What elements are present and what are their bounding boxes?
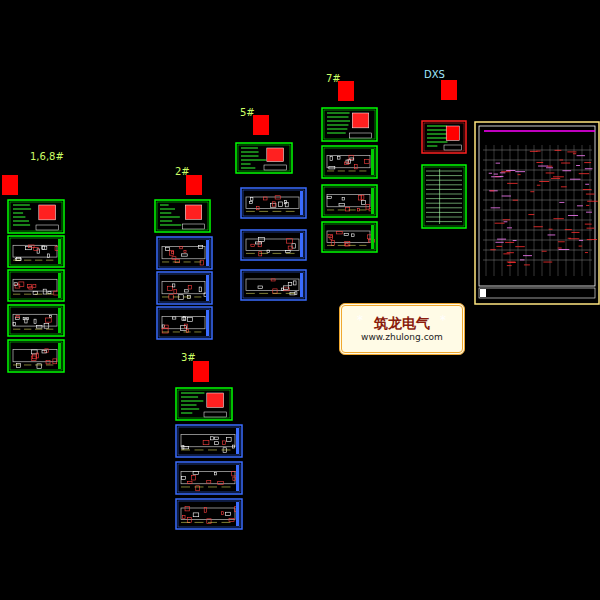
red-marker [193,361,209,382]
drawing-sheet [176,499,242,529]
red-marker [253,115,269,135]
sheet-group-label: 1,6,8# [30,152,64,162]
large-plan-sheet [475,122,599,304]
sheet-group-label: 5# [240,108,255,118]
drawing-sheet [322,222,377,252]
drawing-sheet [8,236,64,267]
drawing-sheet [241,270,306,300]
watermark-star: * [440,314,446,326]
drawing-sheet [176,425,242,457]
drawing-sheet [241,188,306,218]
watermark-title: 筑龙电气 [374,315,430,332]
drawing-sheet [8,200,64,233]
sheet-group-label: 3# [181,353,196,363]
drawing-sheet [8,270,64,301]
red-marker [186,175,202,195]
red-marker [2,175,18,195]
drawing-sheet [157,237,212,269]
drawing-sheet [322,185,377,217]
drawing-sheet [422,121,466,153]
watermark-star: * [357,314,363,326]
sheet-group-label: 7# [326,74,341,84]
drawing-sheet [322,108,377,141]
drawing-sheet [176,462,242,494]
drawing-sheet [157,307,212,339]
sheet-group-label: DXS [424,70,445,80]
drawing-sheet [322,146,377,178]
drawing-sheet [236,143,292,173]
drawing-sheet [8,340,64,372]
sheet-group-label: 2# [175,167,190,177]
drawing-sheet [241,230,306,260]
drawing-sheet [155,200,210,232]
watermark-box: 筑龙电气www.zhulong.com [339,303,465,355]
drawing-sheet [157,272,212,304]
red-marker [441,80,457,100]
drawing-sheet [176,388,232,420]
watermark-url: www.zhulong.com [361,332,443,343]
drawing-sheet [8,305,64,336]
red-marker [338,81,354,101]
drawing-sheet [422,165,466,228]
